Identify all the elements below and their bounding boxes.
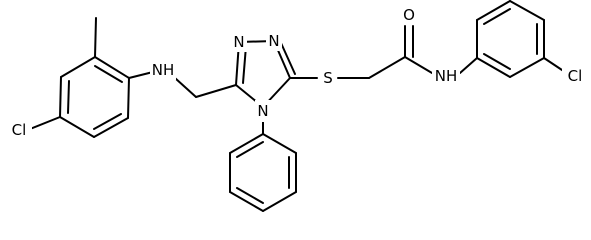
bond <box>229 191 264 212</box>
atom-label-nh-left: NH <box>152 61 175 79</box>
structure-canvas: Cl NH N N N S O NH Cl <box>6 0 588 212</box>
atom-label-o: O <box>403 6 415 24</box>
bond <box>262 133 297 154</box>
bond <box>59 76 62 118</box>
bond <box>476 57 511 78</box>
molecule-structure: Cl NH N N N S O NH Cl <box>6 0 588 212</box>
bond <box>483 53 511 70</box>
bond <box>509 0 545 21</box>
atom-label-cl-left: Cl <box>12 121 27 139</box>
bond <box>404 56 433 74</box>
bond <box>67 80 70 114</box>
label-background <box>562 66 588 86</box>
bond <box>93 113 122 130</box>
label-background <box>231 32 247 52</box>
bond <box>543 57 566 73</box>
atom-label-n-top-left: N <box>233 33 244 51</box>
bond <box>93 117 129 138</box>
label-background <box>319 68 337 88</box>
bond <box>94 17 97 58</box>
atom-labels-layer: Cl NH N N N S O NH Cl <box>6 5 588 140</box>
atom-label-cl-right: Cl <box>568 67 583 85</box>
bond <box>236 187 264 204</box>
bond <box>242 45 247 84</box>
bond <box>280 42 296 75</box>
label-background <box>255 100 271 122</box>
bond <box>229 133 264 154</box>
atom-label-n-top-right: N <box>268 32 279 50</box>
atom-label-n-ring: N <box>257 102 268 120</box>
bond <box>368 56 406 79</box>
bonds-layer <box>29 0 566 212</box>
bond <box>127 77 130 119</box>
label-background <box>432 66 460 86</box>
label-background <box>150 60 176 80</box>
bond <box>195 84 237 98</box>
atom-label-s: S <box>323 69 333 87</box>
bond <box>60 56 96 78</box>
bond <box>483 8 511 25</box>
label-background <box>266 31 282 51</box>
bond <box>236 141 264 158</box>
bond <box>509 57 545 78</box>
bond <box>94 65 123 83</box>
bond <box>459 57 478 74</box>
bond <box>476 0 511 21</box>
bond <box>29 116 61 130</box>
bond <box>262 191 297 212</box>
atom-label-nh-amide: NH <box>435 67 458 85</box>
bond <box>94 56 130 79</box>
label-background <box>400 5 418 25</box>
label-background <box>6 120 32 140</box>
bond <box>59 116 95 138</box>
